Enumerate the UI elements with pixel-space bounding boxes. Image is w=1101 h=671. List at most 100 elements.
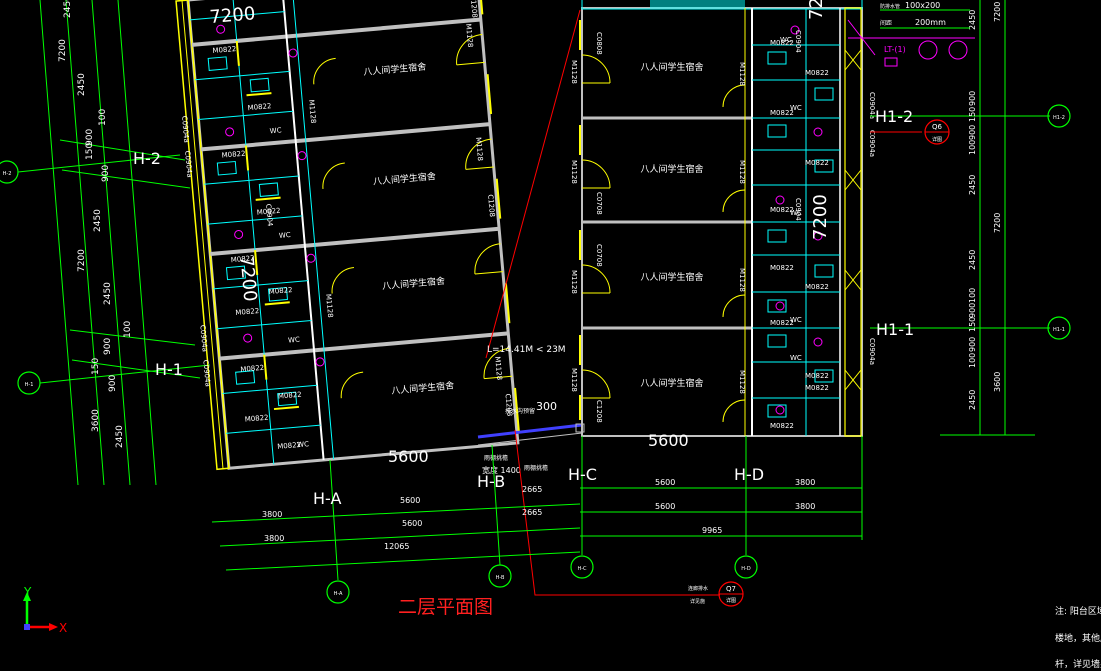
- svg-text:M0822: M0822: [221, 150, 245, 160]
- svg-text:楼地，其他层平: 楼地，其他层平: [1055, 632, 1101, 644]
- bathroom-wall: [281, 0, 325, 461]
- corridor-line: [477, 423, 583, 439]
- wc-fixtures: [207, 56, 298, 407]
- svg-text:H-D: H-D: [741, 566, 751, 572]
- svg-text:C0904: C0904: [794, 198, 802, 221]
- svg-text:7200: 7200: [993, 213, 1002, 233]
- svg-text:M1128: M1128: [570, 160, 578, 184]
- note-text: 雨棚挑檐: [524, 464, 548, 472]
- dim-text: 2450: [93, 209, 103, 232]
- svg-text:100: 100: [968, 140, 977, 155]
- svg-text:M0822: M0822: [805, 69, 829, 77]
- room-divider: [200, 122, 491, 152]
- svg-text:WC: WC: [790, 209, 802, 217]
- svg-text:M1128: M1128: [738, 160, 746, 184]
- svg-text:900: 900: [968, 125, 977, 140]
- right-dimension-lines: [870, 0, 1050, 436]
- gap-dim: 300: [536, 400, 557, 413]
- axis-label-ha: H-A: [313, 489, 341, 508]
- svg-text:H-2: H-2: [3, 171, 12, 177]
- svg-text:H1-1: H1-1: [1053, 327, 1065, 333]
- svg-text:H-C: H-C: [577, 566, 587, 572]
- svg-text:5600: 5600: [400, 496, 420, 505]
- right-fixtures: [775, 25, 823, 415]
- dim-text: 150: [85, 143, 95, 160]
- svg-text:M0822: M0822: [770, 206, 794, 214]
- ucs-y-label: Y: [23, 585, 32, 599]
- dim-text: 900: [108, 375, 118, 392]
- q7-leader: [514, 429, 720, 596]
- svg-text:杆，详见墙身大: 杆，详见墙身大: [1055, 658, 1101, 670]
- svg-text:2450: 2450: [968, 10, 977, 30]
- right-balcony-ticks: [844, 49, 862, 391]
- right-balcony: [844, 7, 862, 437]
- note-text: 100x200: [905, 1, 940, 10]
- dim-big: 7200: [236, 255, 261, 302]
- svg-text:C0904a: C0904a: [180, 115, 190, 143]
- axis-bubble-ha[interactable]: H-A: [326, 580, 350, 604]
- svg-text:M0822: M0822: [230, 254, 254, 264]
- svg-text:7200: 7200: [993, 2, 1002, 22]
- room-divider: [219, 331, 509, 361]
- ucs-x-label: X: [59, 621, 67, 635]
- svg-text:Q6: Q6: [932, 123, 943, 131]
- axis-bubble-h1-2[interactable]: H1-2: [1047, 104, 1071, 128]
- dim-text: 2450: [115, 425, 125, 448]
- svg-text:M0822: M0822: [277, 441, 301, 451]
- svg-text:M1128: M1128: [570, 60, 578, 84]
- svg-text:100: 100: [968, 288, 977, 303]
- svg-text:900: 900: [968, 91, 977, 106]
- svg-text:M1128: M1128: [570, 368, 578, 392]
- right-dimension-texts: 2450 7200 900 150 900 100 2450 7200 2450…: [968, 2, 1002, 410]
- dim-text: 2450: [63, 0, 73, 18]
- leader-line: [485, 9, 581, 359]
- svg-text:M0822: M0822: [805, 159, 829, 167]
- axis-label-hc: H-C: [568, 465, 597, 484]
- dim-text: 100: [123, 321, 133, 338]
- axis-bubble-h1[interactable]: H-1: [17, 371, 41, 395]
- note-text: 防排水管: [880, 3, 900, 10]
- svg-text:M0822: M0822: [268, 286, 292, 296]
- svg-text:3800: 3800: [795, 478, 815, 487]
- svg-text:M1128: M1128: [738, 62, 746, 86]
- svg-text:5600: 5600: [402, 519, 422, 528]
- svg-text:WC: WC: [269, 126, 282, 135]
- axis-bubble-hb[interactable]: H-B: [488, 564, 512, 588]
- bridge-corridor[interactable]: L=14.41M < 23M 300 排水沟预留 雨棚挑檐 宽度 1400 雨棚…: [477, 9, 720, 596]
- right-building-block[interactable]: 八人间学生宿舍 八人间学生宿舍 八人间学生宿舍 八人间学生宿舍 M0822 M0…: [570, 0, 876, 437]
- q6-callout[interactable]: Q6 详图: [870, 119, 950, 145]
- right-side-tags: C0808 C0708 C0708 C1208 M1128 M1128 M112…: [570, 30, 876, 423]
- right-wc-fixtures: [767, 51, 834, 418]
- svg-text:WC: WC: [288, 336, 301, 345]
- axis-bubble-h2[interactable]: H-2: [0, 160, 19, 184]
- left-building-block[interactable]: 八人间学生宿舍 八人间学生宿舍 八人间学生宿舍 八人间学生宿舍 M0822 M0…: [170, 0, 520, 471]
- axis-bubble-h1-1[interactable]: H1-1: [1047, 316, 1071, 340]
- sanitary-fixtures: [216, 24, 325, 367]
- right-top-fixture: [650, 0, 745, 8]
- svg-text:C0808: C0808: [595, 32, 603, 55]
- q7-callout[interactable]: Q7 详图 连廊排水 详见施: [688, 581, 744, 607]
- svg-text:M1128: M1128: [307, 99, 317, 123]
- svg-text:900: 900: [968, 337, 977, 352]
- room-label: 八人间学生宿舍: [640, 163, 703, 175]
- note-text: 间距: [880, 19, 892, 27]
- axis-bubble-hd[interactable]: H-D: [734, 555, 758, 579]
- svg-text:M1128: M1128: [493, 356, 503, 380]
- svg-text:C0904a: C0904a: [201, 360, 211, 388]
- svg-text:150: 150: [968, 317, 977, 332]
- axis-bubble-hc[interactable]: H-C: [570, 555, 594, 579]
- svg-text:9965: 9965: [702, 526, 722, 535]
- length-note: L=14.41M < 23M: [487, 345, 566, 355]
- dim-text: 900: [85, 129, 95, 146]
- axis-label-h1-1: H1-1: [876, 320, 914, 339]
- svg-text:C0904a: C0904a: [868, 92, 876, 119]
- svg-text:C0904a: C0904a: [868, 338, 876, 365]
- svg-text:M0822: M0822: [278, 391, 302, 401]
- right-bath-partitions: [752, 44, 840, 399]
- room-divider: [191, 17, 481, 47]
- dim-big: 7200: [209, 3, 256, 28]
- svg-text:M0822: M0822: [256, 207, 280, 217]
- svg-text:H-A: H-A: [334, 591, 343, 597]
